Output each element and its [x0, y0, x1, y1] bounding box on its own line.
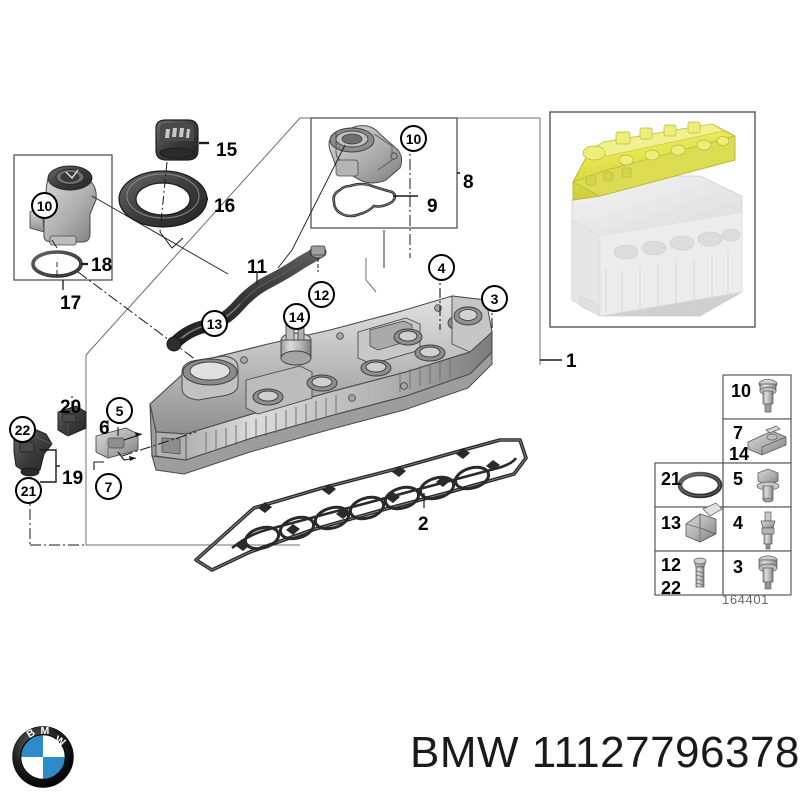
- legend-number-13: 13: [661, 513, 682, 533]
- legend-number-12: 12: [661, 555, 682, 575]
- part-17-filler-neck-assembly: [29, 165, 97, 246]
- callout-2: 2: [418, 514, 429, 535]
- callout-8: 8: [463, 172, 474, 193]
- callout-22-circled: 22: [9, 416, 36, 443]
- leader-pumpbox-cover: [365, 258, 377, 293]
- bolt-hex-icon: [756, 468, 780, 503]
- legend-number-21: 21: [661, 469, 682, 489]
- part-18-o-ring: [31, 239, 88, 278]
- part-14-oil-separator-port: [280, 323, 312, 366]
- part-2-head-cover-gasket: [194, 438, 528, 572]
- legend-number-10: 10: [731, 381, 752, 401]
- axis-line-cap: [159, 161, 168, 233]
- legend-number-14: 14: [729, 444, 750, 464]
- part-8-vacuum-pump: [328, 125, 403, 184]
- part-15-oil-filler-cap: [155, 119, 209, 161]
- part-20-sensor-block: [57, 396, 87, 437]
- hose-clamp-icon: [685, 502, 723, 543]
- legend-table: [654, 374, 792, 596]
- spark-plug-icon: [760, 511, 776, 550]
- footer-bar: B M W BMW 11127796378: [0, 712, 800, 800]
- bmw-roundel-logo: B M W: [12, 726, 74, 788]
- callout-17: 17: [60, 293, 82, 314]
- legend-number-4: 4: [733, 513, 744, 533]
- callout-3-circled: 3: [481, 285, 508, 312]
- callout-12-circled: 12: [308, 281, 335, 308]
- callout-13-circled: 13: [201, 310, 228, 337]
- leader-filler-to-hose: [91, 195, 229, 275]
- callout-14-circled: 14: [283, 303, 310, 330]
- leader-7-arrow: [93, 432, 143, 470]
- o-ring-icon: [677, 471, 723, 499]
- part-1-cylinder-head-cover: [149, 295, 493, 475]
- leader-pump-to-cover: [277, 144, 346, 269]
- callout-20: 20: [60, 397, 82, 418]
- clip-bracket-icon: [747, 425, 787, 456]
- callout-4-circled: 4: [428, 254, 455, 281]
- legend-number-3: 3: [733, 557, 744, 577]
- legend-number-22: 22: [661, 578, 682, 598]
- callout-9: 9: [427, 196, 438, 217]
- callout-11: 11: [247, 257, 268, 278]
- callout-15: 15: [216, 140, 238, 161]
- screw-icon: [693, 557, 707, 588]
- callout-5-circled: 5: [106, 397, 133, 424]
- callout-7-circled: 7: [95, 473, 122, 500]
- axis-line-bracket-to-cover: [121, 431, 197, 457]
- leader-cap-to-cover: [159, 231, 184, 249]
- svg-text:M: M: [41, 726, 50, 737]
- callout-21-circled: 21: [15, 477, 42, 504]
- callout-18: 18: [91, 255, 113, 276]
- part-6-bracket: [95, 427, 139, 459]
- callout-16: 16: [214, 196, 236, 217]
- callout-10-circled: 10: [31, 192, 58, 219]
- part-13-hose-clamp-left: [166, 336, 182, 352]
- part-12-hose-fitting: [309, 245, 327, 259]
- legend-number-7: 7: [733, 423, 744, 443]
- part-9-pump-gasket: [332, 182, 418, 218]
- part-11-vent-hose: [166, 245, 327, 352]
- sensor-bolt-icon: [758, 555, 778, 590]
- bolt-flanged-icon: [758, 379, 778, 413]
- part-number-label: BMW 11127796378: [410, 728, 800, 777]
- callout-19: 19: [62, 468, 84, 489]
- callout-10-circled: 10: [400, 125, 427, 152]
- callout-6: 6: [99, 418, 110, 439]
- bracket-19: [40, 449, 60, 483]
- diagram-reference-number: 164401: [722, 592, 769, 607]
- legend-number-5: 5: [733, 469, 744, 489]
- engine-block-thumbnail-art: [571, 121, 743, 317]
- callout-1: 1: [566, 351, 577, 372]
